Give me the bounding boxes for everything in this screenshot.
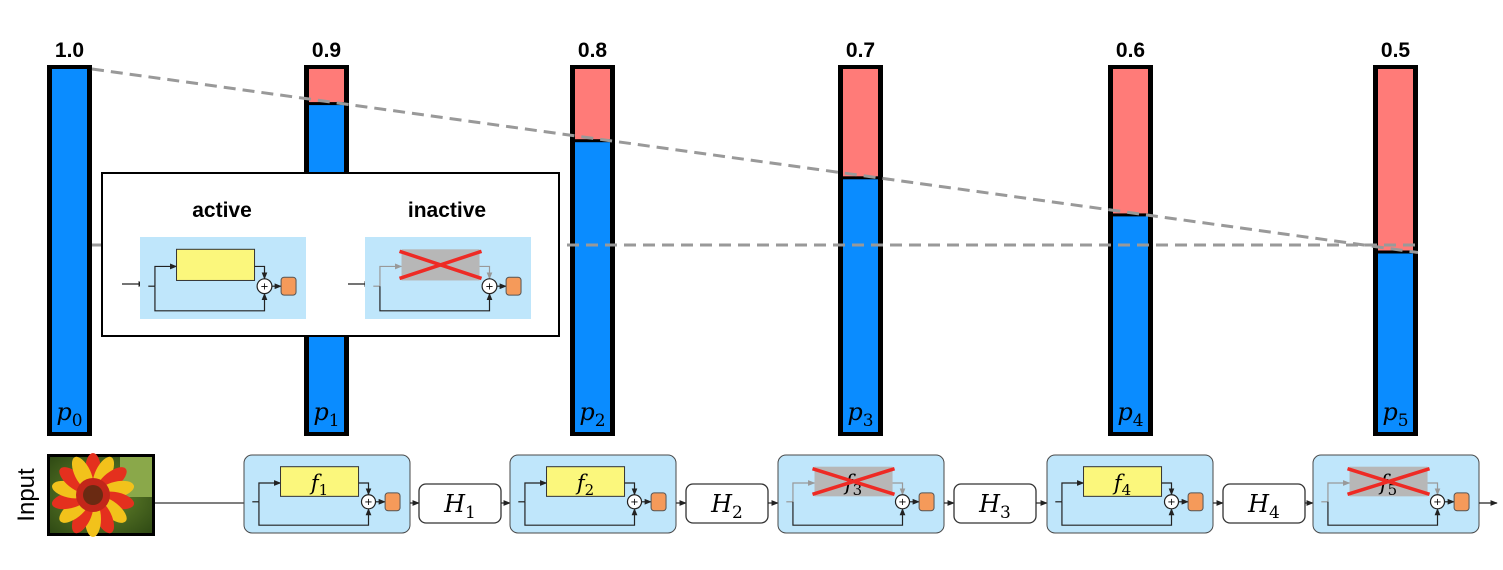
transition-h1: H1 bbox=[418, 483, 502, 524]
bar-p3: 0.7 p3 bbox=[838, 39, 883, 436]
layer-input-path bbox=[524, 480, 548, 502]
activation-node bbox=[918, 492, 935, 512]
layer-box bbox=[546, 466, 626, 497]
input-label: Input bbox=[13, 468, 40, 522]
bar-value-label: 0.8 bbox=[578, 39, 608, 62]
sum-symbol: + bbox=[260, 282, 268, 293]
input-image bbox=[47, 453, 155, 537]
skip-connection-path bbox=[258, 501, 372, 526]
layer-input-path bbox=[1327, 480, 1351, 502]
bar-p-label: p2 bbox=[579, 398, 605, 431]
layer-output-path bbox=[1161, 482, 1175, 496]
transition-h2: H2 bbox=[685, 483, 769, 524]
bar-p0: 1.0 p0 bbox=[47, 39, 92, 436]
layer-output-path bbox=[358, 482, 372, 496]
bar-p5: 0.5 p5 bbox=[1373, 39, 1418, 436]
bar-value-label: 0.5 bbox=[1381, 39, 1411, 62]
flower-center bbox=[83, 485, 103, 505]
skip-connection-path bbox=[792, 501, 906, 526]
transition-h3: H3 bbox=[953, 483, 1037, 524]
bar-p-label: p1 bbox=[313, 398, 339, 431]
layer-output-path bbox=[479, 265, 493, 280]
sum-symbol: + bbox=[1433, 497, 1441, 508]
residual-block-f4: f4 + bbox=[1046, 454, 1214, 534]
drop-cross-line bbox=[1346, 467, 1431, 497]
layer-input-path bbox=[154, 263, 178, 287]
transition-label: H4 bbox=[1247, 490, 1280, 523]
layer-output-path bbox=[624, 482, 638, 496]
legend-active-label: active bbox=[192, 199, 252, 222]
drop-cross-line bbox=[398, 249, 483, 281]
survival-decay-line bbox=[91, 67, 1419, 254]
residual-block-f3: f3+ bbox=[777, 454, 945, 534]
bar-dropped-segment bbox=[1113, 69, 1148, 214]
activation-node bbox=[1187, 492, 1204, 512]
layer-label: f1 bbox=[309, 471, 328, 499]
transition-label: H1 bbox=[443, 490, 476, 523]
bar-p4: 0.6 p4 bbox=[1108, 39, 1153, 436]
transition-label: H3 bbox=[978, 490, 1011, 523]
sum-symbol: + bbox=[630, 497, 638, 508]
bar-survive-segment bbox=[1378, 253, 1413, 432]
sum-symbol: + bbox=[898, 497, 906, 508]
layer-label: f4 bbox=[1112, 471, 1131, 499]
skip-connection-path bbox=[1327, 501, 1441, 526]
residual-block-f2: f2 + bbox=[509, 454, 677, 534]
activation-node bbox=[280, 276, 297, 296]
bar-p-label: p5 bbox=[1382, 398, 1408, 431]
residual-block-f1: f1 + bbox=[243, 454, 411, 534]
layer-box bbox=[176, 248, 256, 281]
sum-symbol: + bbox=[364, 497, 372, 508]
bar-p-label: p3 bbox=[847, 398, 873, 431]
sum-symbol: + bbox=[485, 282, 493, 293]
activation-node bbox=[384, 492, 401, 512]
activation-node bbox=[1453, 492, 1470, 512]
bar-value-label: 0.9 bbox=[312, 39, 341, 62]
bar-dropped-segment bbox=[309, 69, 344, 103]
layer-input-path bbox=[258, 480, 282, 502]
transition-label: H2 bbox=[710, 490, 743, 523]
layer-output-path bbox=[892, 482, 906, 496]
drop-cross-line bbox=[811, 467, 896, 497]
layer-label: f2 bbox=[575, 471, 594, 499]
activation-node bbox=[505, 276, 522, 296]
skip-connection-path bbox=[1061, 501, 1175, 526]
layer-input-path bbox=[379, 263, 403, 287]
skip-connection-path bbox=[524, 501, 638, 526]
skip-connection-path bbox=[379, 286, 493, 312]
layer-input-path bbox=[1061, 480, 1085, 502]
bar-value-label: 0.7 bbox=[846, 39, 875, 62]
activation-node bbox=[650, 492, 667, 512]
legend-active-block: + bbox=[140, 237, 306, 319]
sum-node bbox=[894, 494, 911, 510]
layer-output-path bbox=[254, 265, 268, 280]
legend-inactive-label: inactive bbox=[408, 199, 486, 222]
network-chain: Input f1 + H1 f2 + H2 f3+ H3 f4 + H4 f5+ bbox=[13, 453, 1498, 537]
layer-box bbox=[280, 466, 360, 497]
bar-p-label: p4 bbox=[1117, 398, 1143, 431]
bar-survive-segment bbox=[1113, 216, 1148, 432]
bar-dropped-segment bbox=[843, 69, 878, 177]
sum-symbol: + bbox=[1167, 497, 1175, 508]
layer-box bbox=[1083, 466, 1163, 497]
skip-connection-path bbox=[154, 286, 268, 312]
transition-h4: H4 bbox=[1222, 483, 1306, 524]
bar-survive-segment bbox=[575, 142, 610, 432]
bar-value-label: 1.0 bbox=[55, 39, 84, 62]
layer-input-path bbox=[792, 480, 816, 502]
bar-value-label: 0.6 bbox=[1116, 39, 1145, 62]
bar-p-label: p0 bbox=[56, 398, 82, 431]
bar-dropped-segment bbox=[575, 69, 610, 140]
residual-block-f5: f5+ bbox=[1312, 454, 1480, 534]
bar-p2: 0.8 p2 bbox=[570, 39, 615, 436]
sum-node bbox=[626, 494, 643, 510]
bar-survive-segment bbox=[843, 179, 878, 432]
bar-survive-segment bbox=[52, 69, 87, 432]
legend-inactive-block: + bbox=[365, 237, 531, 319]
legend-box: active inactive + + bbox=[101, 172, 560, 337]
bar-dropped-segment bbox=[1378, 69, 1413, 251]
layer-output-path bbox=[1427, 482, 1441, 496]
